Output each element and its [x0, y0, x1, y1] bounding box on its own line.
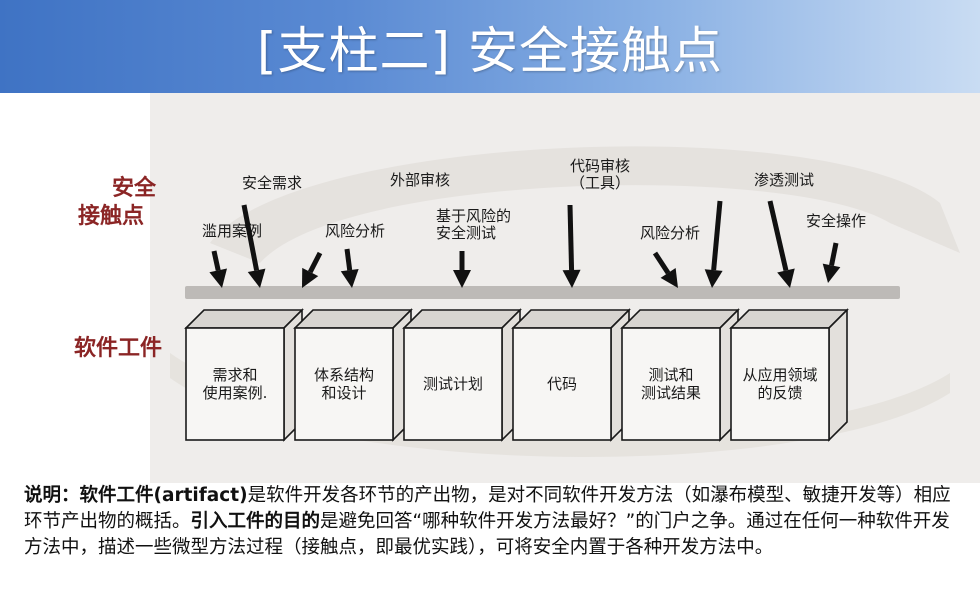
artifact-box-requirements-top [184, 309, 304, 329]
touchpoint-risk-analysis-1-label-0: 风险分析 [325, 222, 385, 240]
touchpoint-security-requirements-label-0: 安全需求 [242, 174, 302, 192]
artifact-box-architecture-top [293, 309, 413, 329]
artifact-test-plan-label-0: 测试计划 [423, 375, 483, 393]
touchpoint-security-operations-arrow-shaft [829, 242, 839, 266]
artifact-box-code-front [512, 327, 612, 441]
artifact-box-field-feedback-front [730, 327, 830, 441]
touchpoint-code-review-label-1: （工具） [570, 174, 630, 192]
touchpoint-abuse-cases-label-0: 滥用案例 [202, 222, 262, 240]
artifact-layer: 需求和使用案例.体系结构和设计测试计划代码测试和测试结果从应用领域的反馈 [184, 308, 849, 442]
touchpoints-label-line1: 安全 [112, 175, 157, 201]
artifact-box-requirements-front [185, 327, 285, 441]
touchpoint-penetration-testing-arrow-shaft [711, 200, 723, 271]
touchpoint-risk-based-testing-label-0: 基于风险的 [436, 207, 511, 225]
caption-purpose-desc: 是避免回答“哪种软件开发方法最好？”的门户之争。通过在任何一种软件开发方法中，描… [24, 511, 950, 558]
touchpoint-code-review-label-0: 代码审核 [570, 157, 630, 175]
risk-analysis-1-arrow-b-head [340, 269, 359, 288]
background-swirl [210, 146, 960, 263]
touchpoint-penetration-testing-label-0: 渗透测试 [754, 171, 814, 189]
touchpoints-label-line2: 接触点 [78, 203, 144, 229]
artifacts-label: 软件工件 [74, 335, 162, 361]
touchpoint-risk-based-testing-arrow-head [453, 270, 471, 288]
touchpoint-code-review-arrow-head [562, 269, 581, 288]
touchpoint-risk-analysis-1-arrow-shaft [308, 251, 323, 274]
touchpoint-abuse-cases-arrow-shaft [211, 250, 221, 271]
touchpoint-external-review-label-0: 外部审核 [390, 171, 450, 189]
artifact-box-test-plan-front [403, 327, 503, 441]
artifact-box-code: 代码 [511, 308, 631, 442]
artifact-box-field-feedback-side [828, 308, 848, 442]
touchpoint-security-requirements-arrow-shaft [241, 204, 260, 271]
risk-analysis-1-arrow-b-shaft [344, 248, 353, 271]
artifact-field-feedback-label-1: 的反馈 [757, 384, 802, 402]
touchpoint-security-requirements-arrow-head [247, 268, 266, 288]
touchpoint-security-operations-label-0: 安全操作 [806, 212, 866, 230]
touchpoint-code-review-arrow-shaft [567, 204, 575, 271]
touchpoint-risk-based-testing-label-1: 安全测试 [436, 224, 496, 242]
artifact-code-label-0: 代码 [547, 375, 577, 393]
artifact-box-test-plan-top [402, 309, 522, 329]
caption: 说明：软件工件(artifact)是软件开发各环节的产出物，是对不同软件开发方法… [24, 483, 964, 561]
penetration-testing-arrow-b-shaft [767, 200, 789, 272]
caption-label: 说明： [24, 485, 80, 506]
process-band [185, 286, 900, 299]
artifact-box-code-top [511, 309, 631, 329]
touchpoint-risk-analysis-2-label-0: 风险分析 [640, 224, 700, 242]
artifact-test-results-label-0: 测试和 [648, 366, 693, 384]
touchpoint-risk-analysis-2-arrow-head [660, 268, 678, 288]
touchpoint-risk-analysis-1-arrow-head [302, 267, 319, 288]
touchpoint-abuse-cases-arrow-head [209, 268, 227, 288]
touchpoint-risk-analysis-2-arrow-shaft [652, 251, 671, 275]
artifact-requirements-label-0: 需求和 [212, 366, 257, 384]
caption-artifact-desc: 是软件开发各环节的产出物，是对不同软件开发方法（如瀑布模型、敏捷开发等）相应环节… [24, 485, 951, 532]
touchpoint-security-operations-arrow-head [822, 263, 841, 283]
penetration-testing-arrow-b-head [777, 268, 795, 288]
artifact-box-architecture-front [294, 327, 394, 441]
artifact-box-test-plan: 测试计划 [402, 308, 522, 442]
artifact-box-test-results-front [621, 327, 721, 441]
artifact-test-results-label-1: 测试结果 [641, 384, 701, 402]
artifact-box-test-results-top [620, 309, 740, 329]
artifact-requirements-label-1: 使用案例. [203, 384, 268, 402]
artifact-architecture-label-1: 和设计 [321, 384, 366, 402]
diagram-area: 安全 接触点 软件工件 滥用案例 安全需求风险分析 外部审核基于风险的安全测试 代码审… [74, 93, 980, 483]
artifact-architecture-label-0: 体系结构 [314, 366, 374, 384]
caption-purpose-term: 引入工件的目的 [190, 511, 321, 532]
title-banner [0, 0, 980, 93]
artifact-box-field-feedback-top [729, 309, 849, 329]
artifact-field-feedback-label-0: 从应用领域 [742, 366, 817, 384]
page-title: [支柱二] 安全接触点 [257, 21, 723, 80]
touchpoint-penetration-testing-arrow-head [704, 269, 723, 288]
caption-artifact-term: 软件工件(artifact) [79, 485, 248, 506]
